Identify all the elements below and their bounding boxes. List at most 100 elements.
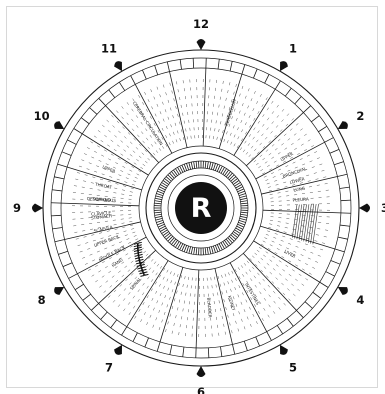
zone-divider [207, 347, 210, 358]
label-hatch [78, 158, 137, 183]
collarette-tick [229, 236, 235, 242]
label-hatch [220, 81, 238, 141]
collarette-tick [188, 246, 192, 254]
zone-divider [132, 332, 138, 342]
label-hatch [177, 276, 190, 339]
collarette-tick [235, 184, 242, 189]
zone-divider [68, 236, 147, 279]
collarette-tick [206, 161, 209, 169]
label-hatch [254, 252, 303, 294]
label-hatch [76, 231, 136, 254]
zone-divider [182, 346, 185, 357]
label-hatch [96, 250, 146, 290]
vertebra [133, 244, 142, 248]
label-hatch [209, 76, 218, 139]
collarette-tick [160, 184, 167, 189]
label-hatch [101, 253, 149, 295]
label-hatch [270, 212, 333, 218]
label-hatch [264, 237, 321, 265]
collarette-tick [238, 221, 246, 226]
collarette-tick [155, 217, 163, 221]
label-hatch [125, 99, 162, 151]
label-hatch [72, 224, 134, 241]
collarette-tick [157, 188, 165, 193]
zone-divider [80, 117, 90, 125]
zone-divider [82, 293, 91, 301]
zone-divider [62, 262, 73, 267]
collarette-tick [190, 161, 194, 169]
zone-divider [156, 267, 184, 352]
clock-number: 2 [356, 109, 364, 123]
zone-divider [192, 58, 195, 69]
zone-divider [286, 318, 294, 327]
label-hatch [258, 246, 311, 283]
label-hatch [72, 178, 133, 193]
label-hatch [231, 270, 260, 327]
zone-divider [51, 214, 62, 217]
zone-divider [108, 89, 116, 98]
label-hatch [252, 255, 298, 299]
lung-hatch [307, 204, 315, 243]
lung-hatch [292, 204, 298, 238]
label-hatch [236, 94, 270, 149]
vertebra [133, 249, 143, 252]
label-hatch [233, 91, 264, 147]
label-hatch [230, 88, 258, 145]
collarette-tick [236, 186, 244, 191]
label-hatch [155, 83, 178, 143]
collarette-tick [224, 240, 229, 247]
zone-divider [242, 253, 304, 318]
label-hatch [206, 277, 213, 340]
label-hatch [226, 85, 251, 144]
label-hatch [191, 277, 197, 340]
label-hatch [84, 145, 140, 176]
label-hatch [258, 132, 310, 169]
clock-number: 7 [105, 360, 113, 374]
zone-divider [318, 125, 328, 133]
zone-divider [311, 115, 320, 123]
label-hatch [270, 216, 333, 225]
collarette-tick [190, 247, 194, 255]
collarette-tick [158, 186, 166, 191]
collarette-tick [175, 168, 180, 175]
collarette-tick [233, 231, 240, 236]
label-hatch [240, 265, 277, 317]
collarette-tick [240, 200, 248, 203]
collarette-tick [235, 227, 242, 232]
zone-divider [276, 325, 284, 335]
ring-3 [138, 145, 264, 271]
label-hatch [81, 151, 138, 179]
label-hatch [265, 233, 324, 258]
zone-label: PLEURA [292, 196, 309, 202]
ring-1 [50, 57, 352, 359]
collarette-tick [175, 241, 180, 248]
collarette-tick [164, 232, 171, 238]
label-hatch [136, 92, 168, 147]
collarette-tick [240, 197, 248, 201]
collarette-tick [169, 172, 175, 179]
zone-divider [284, 87, 292, 97]
label-hatch [216, 79, 231, 140]
label-hatch [265, 156, 323, 181]
zone-label: HAND [111, 257, 124, 268]
collarette-tick [158, 225, 166, 230]
collarette-tick [239, 217, 247, 221]
zone-label: UPPER BACK [93, 234, 120, 248]
label-hatch [251, 116, 297, 160]
lung-hatch [312, 203, 319, 245]
label-hatch [269, 182, 331, 195]
collarette-tick [220, 242, 225, 249]
lung-hatch [296, 204, 303, 240]
label-hatch [82, 238, 139, 267]
zone-label: LIVER [284, 249, 297, 259]
vertebra [133, 241, 142, 245]
collarette-tick [171, 171, 177, 178]
zone-divider [229, 61, 233, 72]
label-hatch [210, 277, 220, 339]
label-hatch [270, 203, 333, 206]
zone-divider [261, 173, 348, 195]
zone-divider [262, 209, 351, 214]
zone-divider [121, 260, 169, 336]
zone-divider [100, 311, 108, 320]
zone-divider [195, 269, 200, 358]
